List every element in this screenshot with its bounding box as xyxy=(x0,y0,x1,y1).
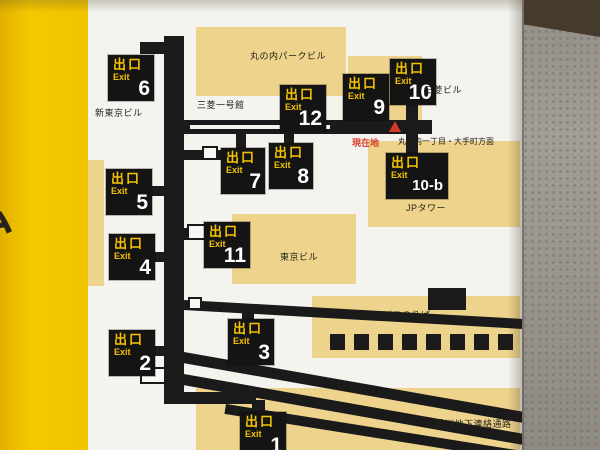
exit-marker-8: 出口 Exit 8 xyxy=(269,143,313,189)
bus-bay-mark xyxy=(330,334,345,350)
bus-bay-mark xyxy=(498,334,513,350)
building-label-marunouchi-park: 丸の内パークビル xyxy=(250,51,327,61)
sign-edge-shadow xyxy=(508,0,524,450)
corridor-center-stripe xyxy=(190,125,330,129)
bus-bay-mark xyxy=(450,334,465,350)
exit-number: 6 xyxy=(138,77,150,100)
building-label-tokyo-bldg: 東京ビル xyxy=(280,252,319,262)
exit-number: 8 xyxy=(297,165,309,188)
exit-en-label: Exit xyxy=(113,72,130,82)
corridor-stub-exit5 xyxy=(150,186,164,196)
exit-en-label: Exit xyxy=(348,91,365,101)
exit-marker-11: 出口 Exit 11 xyxy=(204,222,250,268)
exit-marker-6: 出口 Exit 6 xyxy=(108,55,154,101)
building-label-ichigokan: 三菱一号館 xyxy=(197,100,245,110)
exit-marker-5: 出口 Exit 5 xyxy=(106,169,152,215)
exit-marker-9: 出口 Exit 9 xyxy=(343,74,389,120)
exit-en-label: Exit xyxy=(245,429,262,439)
exit-number: 5 xyxy=(136,191,148,214)
corridor-stub-exit8 xyxy=(284,134,294,144)
side-panel-text: ム xyxy=(0,192,14,238)
bus-bay-mark xyxy=(474,334,489,350)
building-block-park-ichigokan xyxy=(196,27,346,96)
stairs-box xyxy=(202,146,218,160)
exit-marker-4: 出口 Exit 4 xyxy=(109,234,155,280)
corridor-stub-exit4 xyxy=(154,252,164,262)
exit-kanji-label: 出口 xyxy=(209,224,240,239)
corridor-stub-exit10b xyxy=(406,134,418,154)
direction-label: 丸の内一丁目・大手町方面 xyxy=(398,137,494,146)
exit-en-label: Exit xyxy=(114,347,131,357)
exit-kanji-label: 出口 xyxy=(274,145,305,160)
exit-marker-12: 出口 Exit 12 xyxy=(280,85,326,131)
exit-en-label: Exit xyxy=(226,165,243,175)
exit-marker-3: 出口 Exit 3 xyxy=(228,319,274,365)
bus-bay-mark xyxy=(426,334,441,350)
exit-marker-10: 出口 Exit 10 xyxy=(390,59,436,105)
bus-bay-mark xyxy=(354,334,369,350)
exit-kanji-label: 出口 xyxy=(111,171,142,186)
corridor-bottom-branch xyxy=(184,392,256,404)
exit-number: 3 xyxy=(258,341,270,364)
exit-number: 11 xyxy=(223,244,246,267)
exit-kanji-label: 出口 xyxy=(226,150,257,165)
exit-marker-1: 出口 Exit 1 xyxy=(240,412,286,450)
bus-bay-mark xyxy=(378,334,393,350)
corridor-top-left-branch xyxy=(140,42,166,54)
exit-kanji-label: 出口 xyxy=(348,76,379,91)
exit-number: 1 xyxy=(270,434,282,450)
building-label-shin-tokyo: 新東京ビル xyxy=(95,108,143,118)
exit-kanji-label: 出口 xyxy=(395,61,426,76)
exit-number: 7 xyxy=(249,170,261,193)
current-location-marker-icon xyxy=(389,121,401,132)
building-label-hato-bus: はとバスのりば xyxy=(364,310,431,320)
exit-kanji-label: 出口 xyxy=(113,57,144,72)
exit-en-label: Exit xyxy=(114,251,131,261)
building-label-mitsubishi: 三菱ビル xyxy=(424,85,463,95)
exit-en-label: Exit xyxy=(233,336,250,346)
exit-marker-10b: 出口 Exit 10-b xyxy=(386,153,448,199)
exit-kanji-label: 出口 xyxy=(114,236,145,251)
exit-number: 10-b xyxy=(412,177,443,194)
current-location-label: 現在地 xyxy=(352,138,380,148)
building-block-tokyo-bldg xyxy=(232,214,356,284)
exit-number: 2 xyxy=(139,352,151,375)
yellow-side-panel: ム xyxy=(0,0,88,450)
bus-bay-mark xyxy=(402,334,417,350)
exit-number: 10 xyxy=(408,81,432,104)
structure-hato-bus-shelter xyxy=(428,288,466,310)
corridor-main-trunk xyxy=(164,36,184,404)
exit-en-label: Exit xyxy=(111,186,128,196)
exit-number: 4 xyxy=(139,256,151,279)
corridor-stub-exit2 xyxy=(154,346,164,356)
exit-en-label: Exit xyxy=(209,239,226,249)
exit-kanji-label: 出口 xyxy=(285,87,316,102)
exit-kanji-label: 出口 xyxy=(391,155,422,170)
exit-marker-2: 出口 Exit 2 xyxy=(109,330,155,376)
exit-kanji-label: 出口 xyxy=(114,332,145,347)
exit-kanji-label: 出口 xyxy=(233,321,264,336)
exit-en-label: Exit xyxy=(274,160,291,170)
stairs-box xyxy=(188,297,202,310)
building-label-yaesu-passage: 八重洲地下連絡通路 xyxy=(426,419,512,429)
exit-marker-7: 出口 Exit 7 xyxy=(221,148,265,194)
corridor-stub-exit10 xyxy=(406,104,418,122)
building-label-jp-tower: JPタワー xyxy=(406,203,447,213)
exit-number: 9 xyxy=(373,96,385,119)
wall-background xyxy=(522,0,600,450)
corridor-stub-exit7 xyxy=(236,134,246,150)
building-block-left-edge xyxy=(88,160,104,286)
exit-kanji-label: 出口 xyxy=(245,414,276,429)
exit-number: 12 xyxy=(298,107,322,130)
exit-en-label: Exit xyxy=(285,102,302,112)
exit-en-label: Exit xyxy=(395,76,412,86)
exit-en-label: Exit xyxy=(391,170,408,180)
